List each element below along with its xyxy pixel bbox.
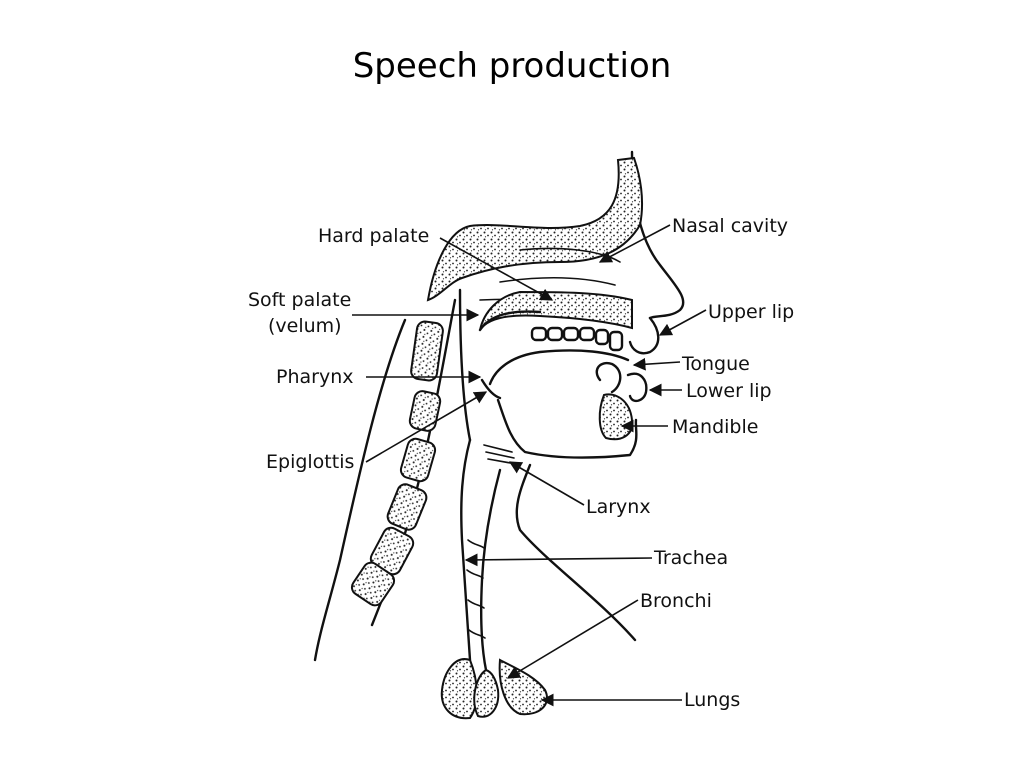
- label-mandible: Mandible: [672, 416, 758, 438]
- label-velum: (velum): [268, 315, 342, 337]
- upper-teeth: [530, 326, 624, 352]
- label-trachea: Trachea: [653, 547, 728, 569]
- leader-lines: [352, 224, 707, 707]
- tongue-and-jaw: [480, 349, 648, 459]
- label-pharynx: Pharynx: [276, 366, 353, 388]
- label-bronchi: Bronchi: [640, 590, 712, 612]
- label-epiglottis: Epiglottis: [266, 451, 354, 473]
- palate-and-teeth: [478, 290, 660, 355]
- label-lower-lip: Lower lip: [686, 380, 772, 402]
- labels: Hard palate Soft palate (velum) Pharynx …: [248, 215, 794, 711]
- slide-title: Speech production: [352, 46, 672, 86]
- label-lungs: Lungs: [684, 689, 740, 711]
- airway: [458, 288, 637, 672]
- label-upper-lip: Upper lip: [708, 301, 794, 323]
- label-soft-palate: Soft palate: [248, 289, 351, 311]
- label-tongue: Tongue: [681, 353, 750, 375]
- vertebrae: [313, 298, 457, 662]
- label-nasal-cavity: Nasal cavity: [672, 215, 788, 237]
- label-larynx: Larynx: [586, 496, 651, 518]
- label-hard-palate: Hard palate: [318, 225, 429, 247]
- lungs-shape: [440, 658, 548, 720]
